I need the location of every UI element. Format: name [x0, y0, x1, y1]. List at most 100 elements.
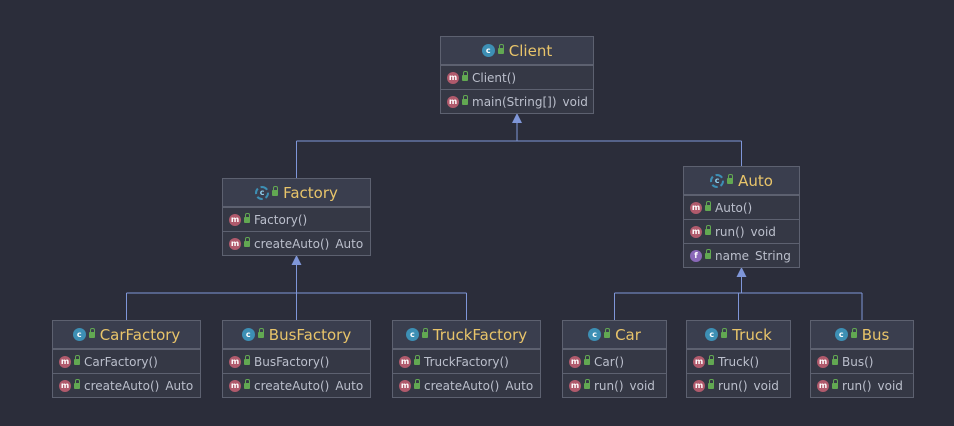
public-visibility-icon: [721, 327, 728, 338]
member-type: Auto: [505, 378, 534, 393]
member-type: String: [755, 248, 791, 263]
method-icon: m: [229, 213, 241, 226]
member-name: run(): [594, 378, 624, 393]
method-row[interactable]: m Factory(): [223, 208, 370, 231]
method-icon: m: [569, 355, 581, 368]
public-visibility-icon: [414, 378, 420, 389]
class-header: c Auto: [684, 167, 799, 195]
method-icon: m: [693, 379, 705, 392]
method-icon: m: [59, 355, 71, 368]
inheritance-arrowhead-client: [512, 113, 522, 123]
inheritance-arrowhead-auto: [736, 267, 747, 277]
member-section: m Factory(): [223, 207, 370, 231]
method-icon: m: [690, 225, 702, 238]
public-visibility-icon: [584, 354, 590, 365]
method-icon: m: [817, 379, 829, 392]
member-section: m createAuto() Auto: [393, 373, 540, 397]
public-visibility-icon: [244, 212, 250, 223]
method-icon: m: [59, 379, 71, 392]
public-visibility-icon: [462, 94, 468, 105]
member-name: name: [715, 248, 750, 263]
abstract-class-icon: c: [710, 173, 725, 188]
class-car[interactable]: c Car m Car() m run() void: [562, 320, 667, 398]
class-icon: c: [481, 44, 495, 57]
public-visibility-icon: [88, 327, 95, 338]
member-name: createAuto(): [424, 378, 500, 393]
class-header: c Truck: [687, 321, 790, 349]
class-name: Auto: [738, 171, 773, 190]
public-visibility-icon: [604, 327, 611, 338]
class-icon: c: [705, 328, 719, 341]
method-icon: m: [693, 355, 705, 368]
member-name: Factory(): [254, 212, 308, 227]
class-icon: c: [405, 328, 419, 341]
member-name: Auto(): [715, 200, 753, 215]
public-visibility-icon: [462, 70, 468, 81]
public-visibility-icon: [257, 327, 264, 338]
member-name: createAuto(): [254, 236, 330, 251]
public-visibility-icon: [850, 327, 857, 338]
member-name: Client(): [472, 70, 517, 85]
class-name: Car: [615, 325, 641, 344]
member-type: Auto: [335, 378, 364, 393]
member-name: Car(): [594, 354, 625, 369]
method-icon: m: [399, 379, 411, 392]
method-icon: m: [569, 379, 581, 392]
member-type: Auto: [335, 236, 364, 251]
class-name: Truck: [732, 325, 772, 344]
class-name: TruckFactory: [432, 325, 528, 344]
class-name: Factory: [283, 183, 338, 202]
method-icon: m: [817, 355, 829, 368]
public-visibility-icon: [708, 354, 714, 365]
class-icon: c: [241, 328, 255, 341]
member-name: BusFactory(): [254, 354, 330, 369]
method-row[interactable]: m run() void: [563, 374, 666, 397]
public-visibility-icon: [74, 378, 80, 389]
public-visibility-icon: [497, 43, 504, 54]
class-header: c TruckFactory: [393, 321, 540, 349]
class-icon: c: [588, 328, 602, 341]
method-row[interactable]: m createAuto() Auto: [393, 374, 540, 397]
method-row[interactable]: m Car(): [563, 350, 666, 373]
member-type: void: [877, 378, 903, 393]
member-type: Auto: [165, 378, 194, 393]
public-visibility-icon: [421, 327, 428, 338]
member-type: void: [629, 378, 655, 393]
class-icon: c: [72, 328, 86, 341]
public-visibility-icon: [244, 378, 250, 389]
